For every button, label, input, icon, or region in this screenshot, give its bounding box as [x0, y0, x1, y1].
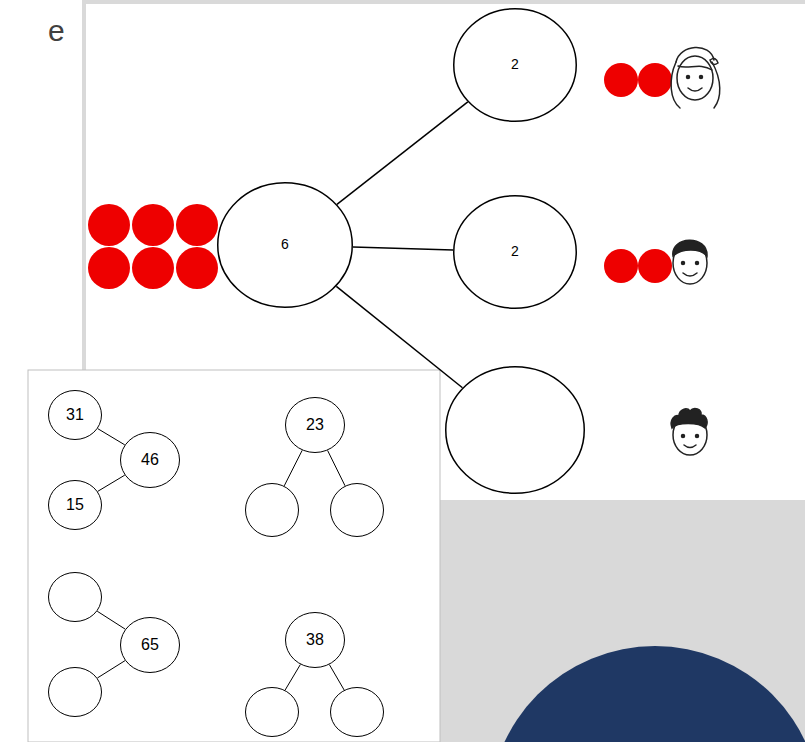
number-bond-circle: 65: [120, 617, 180, 673]
bond-line: [285, 664, 300, 690]
number-bond-circle: 46: [120, 432, 180, 488]
circle-outline: [48, 572, 102, 622]
bond-line: [336, 286, 462, 387]
bond-line: [97, 611, 125, 629]
number-bond-circle: 15: [48, 480, 102, 530]
bond-number: 65: [141, 636, 159, 654]
number-bond-circle: [48, 667, 102, 717]
slide-text-fragment: e: [48, 14, 65, 48]
number-bond-circle: 31: [48, 390, 102, 440]
number-bond-circle: 23: [285, 397, 345, 453]
bond-line: [98, 429, 125, 445]
number-bond-circle: 38: [285, 612, 345, 668]
circle-outline: [445, 366, 585, 494]
bond-number: 23: [306, 416, 324, 434]
number-bond-circle: [245, 483, 299, 537]
number-bond-circle: 6: [217, 182, 353, 308]
counters: [88, 63, 672, 289]
bond-number: 2: [511, 244, 519, 259]
bond-number: 46: [141, 451, 159, 469]
number-bond-circle: 2: [453, 195, 577, 309]
bottom-picture: [28, 370, 440, 742]
circle-outline: [48, 667, 102, 717]
number-bond-circle: [48, 572, 102, 622]
bond-line: [337, 102, 468, 204]
number-bond-circle: [330, 687, 384, 737]
bond-line: [284, 450, 302, 486]
bond-line: [353, 247, 453, 250]
child-faces: [671, 47, 720, 455]
number-bond-circle: [245, 687, 299, 737]
circle-outline: [245, 483, 299, 537]
number-bond-circle: 2: [453, 8, 577, 122]
circle-outline: [245, 687, 299, 737]
bond-number: 6: [281, 237, 289, 252]
bond-line: [329, 665, 344, 690]
bond-number: 2: [511, 57, 519, 72]
circle-outline: [330, 687, 384, 737]
bond-number: 38: [306, 631, 324, 649]
circle-outline: [330, 483, 384, 537]
bond-line: [98, 475, 125, 491]
bond-line: [97, 661, 125, 678]
navy-circle: [489, 646, 805, 742]
bond-line: [328, 450, 345, 485]
number-bond-circle: [445, 366, 585, 494]
bond-number: 31: [66, 406, 84, 424]
bond-number: 15: [66, 496, 84, 514]
number-bond-circle: [330, 483, 384, 537]
